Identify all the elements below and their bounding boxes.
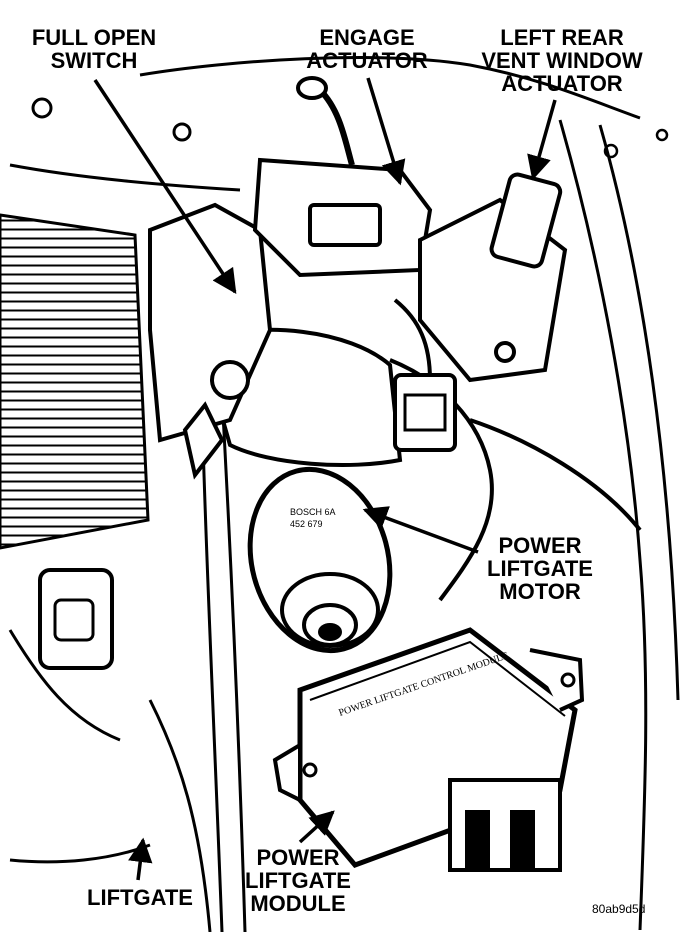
figure-id: 80ab9d5d [592,902,646,916]
body-hole [655,128,669,142]
callout-line: MODULE [250,891,346,916]
callout-line: LIFTGATE [87,885,193,910]
power-liftgate-motor-label: POWER LIFTGATE MOTOR [470,534,610,603]
body-hole [603,143,619,159]
body-hole [31,97,53,119]
callout-line: POWER [256,845,340,870]
callout-line: SWITCH [50,48,138,73]
module-connector-pins [510,810,535,870]
harness-connector [403,393,447,432]
power-liftgate-module: POWER LIFTGATE CONTROL MODULE [272,627,585,872]
callout-line: ACTUATOR [306,48,428,73]
leader-engage-actuator [366,77,406,186]
full-open-switch-label: FULL OPEN SWITCH [10,26,178,72]
pocket-recess [53,598,95,642]
callout-line: ACTUATOR [501,71,623,96]
leader-liftgate-module [298,810,335,844]
liftgate-pocket [38,568,114,670]
leader-full-open-switch [93,79,237,295]
vent-window-actuator [418,172,568,383]
motor-label-line: 452 679 [290,519,323,529]
left-rear-vent-window-actuator-label: LEFT REAR VENT WINDOW ACTUATOR [462,26,662,95]
engage-actuator-label: ENGAGE ACTUATOR [292,26,442,72]
engage-actuator [252,76,433,278]
callout-line: LEFT REAR [500,25,624,50]
module-connector-pins [465,810,490,870]
liftgate-label: LIFTGATE [78,886,202,909]
leader-liftgate [128,837,153,881]
power-liftgate-module-label: POWER LIFTGATE MODULE [228,846,368,915]
body-panel-outline [8,56,680,932]
leader-liftgate-motor [362,506,479,554]
callout-line: MOTOR [499,579,581,604]
callout-line: FULL OPEN [31,25,157,50]
callout-line: VENT WINDOW [481,48,643,73]
body-hole [172,122,192,142]
liftgate-inner-panel [0,213,150,550]
callout-line: LIFTGATE [487,556,593,581]
callout-line: POWER [498,533,582,558]
leader-vent-window [527,99,557,181]
callout-line: ENGAGE [319,25,415,50]
motor-label-line: BOSCH 6A [290,507,336,517]
leader-lines [93,77,557,881]
callout-line: LIFTGATE [245,868,351,893]
drive-gear-bracket [148,202,273,480]
